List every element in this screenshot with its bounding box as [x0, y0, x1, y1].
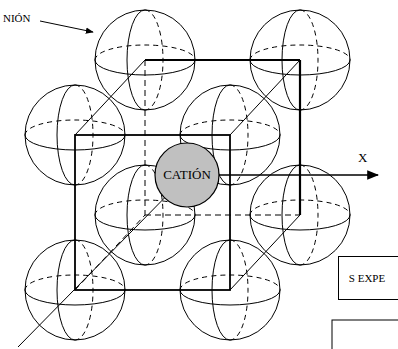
leader-arrow	[40, 21, 93, 32]
anion-label: NIÓN	[3, 12, 31, 24]
side-box: S EXPE	[338, 256, 398, 300]
axis-label: X	[358, 150, 367, 166]
ion-name: CATIÓN	[163, 168, 211, 183]
cation-sphere: CATIÓN	[154, 142, 220, 208]
z-axis	[18, 175, 187, 347]
box-text: S EXPE	[347, 272, 387, 285]
partial-box	[332, 320, 398, 349]
